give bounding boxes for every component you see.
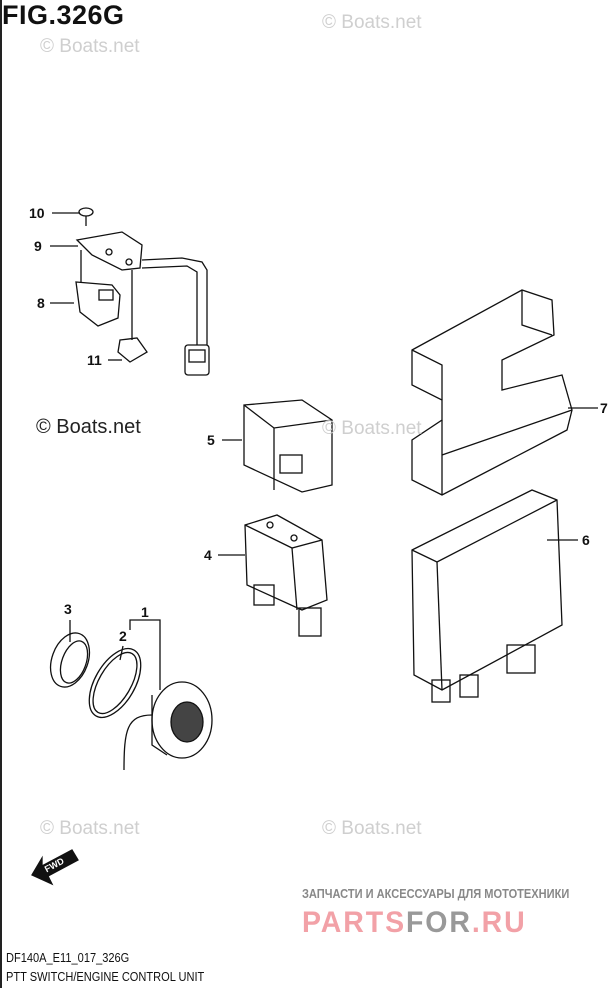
callout-2[interactable]: 2: [119, 628, 127, 644]
part-8-9-11-ptt-switch: [75, 231, 210, 376]
diagram-code: DF140A_E11_017_326G: [6, 950, 130, 965]
brand-logo-part: FOR: [405, 906, 472, 939]
callout-1[interactable]: 1: [141, 604, 149, 620]
part-4-module: [244, 514, 328, 637]
watermark: © Boats.net: [322, 418, 422, 439]
watermark: © Boats.net: [36, 416, 141, 438]
callout-7[interactable]: 7: [600, 400, 608, 416]
leader-lines: [50, 212, 598, 690]
figure-title: FIG.326G: [2, 0, 125, 30]
callout-4[interactable]: 4: [204, 547, 212, 563]
watermark: © Boats.net: [40, 818, 140, 839]
callout-6[interactable]: 6: [582, 532, 590, 548]
callout-11[interactable]: 11: [87, 352, 102, 368]
part-7-bracket: [411, 289, 573, 496]
diagram-caption: PTT SWITCH/ENGINE CONTROL UNIT: [6, 969, 205, 984]
watermark: © Boats.net: [40, 36, 140, 57]
callout-8[interactable]: 8: [37, 295, 45, 311]
callout-3[interactable]: 3: [64, 601, 72, 617]
part-10-screw: [78, 207, 94, 226]
watermark: © Boats.net: [322, 12, 422, 33]
brand-logo-part: .RU: [471, 906, 527, 939]
callout-5[interactable]: 5: [207, 432, 215, 448]
part-1-2-3-trim-switch: [49, 632, 213, 771]
part-5-cover: [243, 399, 333, 493]
watermark: © Boats.net: [322, 818, 422, 839]
callout-10[interactable]: 10: [29, 205, 45, 221]
callout-9[interactable]: 9: [34, 238, 42, 254]
fwd-arrow-icon: [31, 849, 79, 886]
brand-logo: PARTSFOR.RU: [302, 906, 527, 940]
brand-tagline: ЗАПЧАСТИ И АКСЕССУАРЫ ДЛЯ МОТОТЕХНИКИ: [302, 886, 570, 901]
part-6-ecu: [411, 489, 563, 703]
brand-logo-part: PARTS: [302, 906, 406, 939]
